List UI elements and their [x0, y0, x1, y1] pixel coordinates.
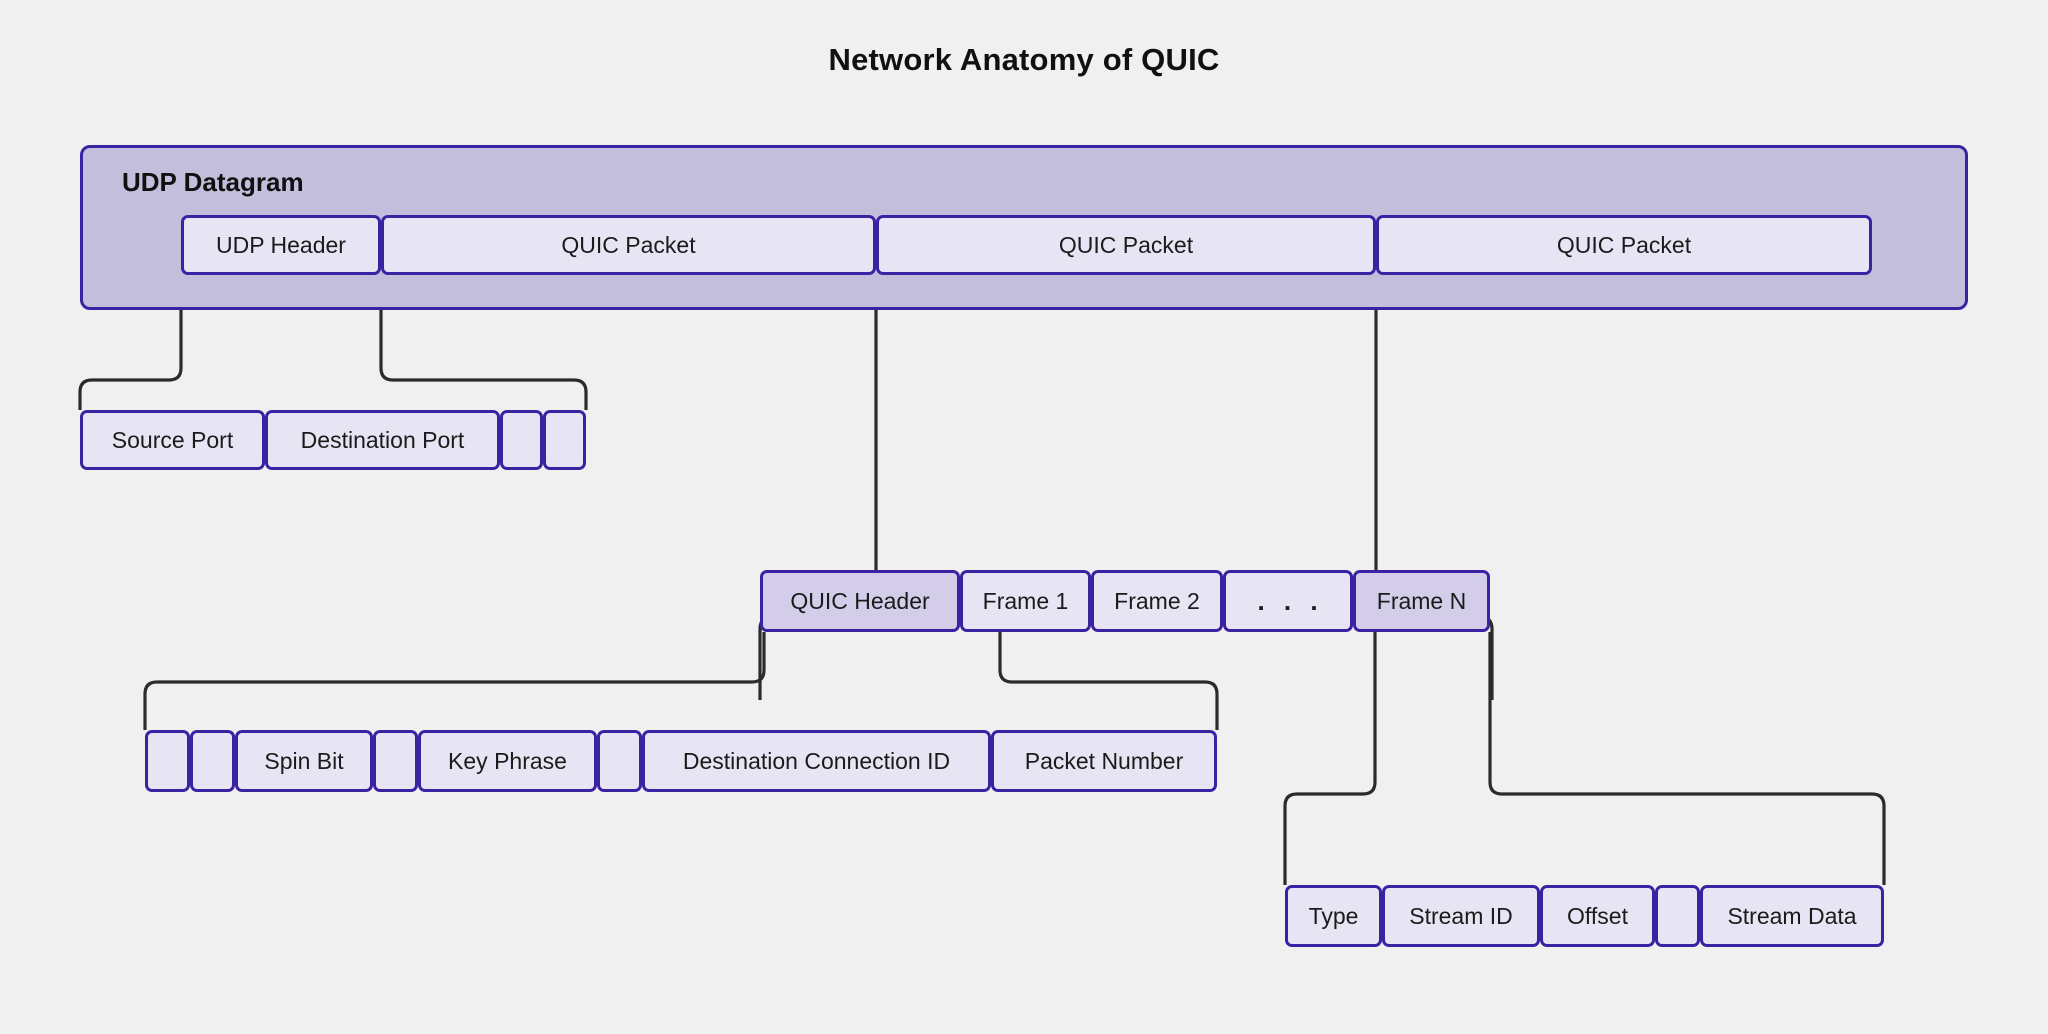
frame-ellipsis-box: . . . [1223, 570, 1353, 632]
udp-datagram-label: UDP Datagram [122, 167, 304, 197]
frame-field-offset-label: Offset [1567, 902, 1628, 929]
quic-packet-box-3[interactable]: QUIC Packet [1376, 215, 1872, 275]
connector-frame-n-right [1488, 632, 1886, 885]
quic-header-box-label: QUIC Header [790, 587, 930, 614]
udp-field-destination-port[interactable]: Destination Port [265, 410, 500, 470]
udp-header-box-label: UDP Header [216, 231, 346, 258]
frame-field-stream-id-label: Stream ID [1409, 902, 1513, 929]
connector-udp-header-left [78, 310, 183, 410]
quic-header-field-packet-number-label: Packet Number [1024, 747, 1184, 774]
frame-ellipsis-label: . . . [1257, 585, 1324, 616]
udp-field-length[interactable] [500, 410, 543, 470]
frame-field-stream-data[interactable]: Stream Data [1700, 885, 1884, 947]
frame-n-box[interactable]: Frame N [1353, 570, 1490, 632]
quic-packet-box-2[interactable]: QUIC Packet [876, 215, 1376, 275]
udp-field-source-port[interactable]: Source Port [80, 410, 265, 470]
quic-packet-box-2-label: QUIC Packet [1058, 231, 1194, 258]
quic-header-field-reserved[interactable] [373, 730, 418, 792]
frame-2-box-label: Frame 2 [1114, 587, 1200, 614]
frame-field-type-label: Type [1308, 902, 1359, 929]
connector-quic-header-left [143, 632, 766, 730]
frame-field-stream-id[interactable]: Stream ID [1382, 885, 1540, 947]
quic-header-field-packet-number[interactable]: Packet Number [991, 730, 1217, 792]
quic-header-field-key-phrase[interactable]: Key Phrase [418, 730, 597, 792]
frame-field-stream-data-label: Stream Data [1727, 902, 1857, 929]
frame-field-type[interactable]: Type [1285, 885, 1382, 947]
page-title: Network Anatomy of QUIC [828, 42, 1220, 77]
quic-header-field-spin-bit-label: Spin Bit [264, 747, 344, 774]
quic-header-field-pn-length[interactable] [597, 730, 642, 792]
quic-header-box[interactable]: QUIC Header [760, 570, 960, 632]
connector-quic-header-right [998, 632, 1219, 730]
quic-header-field-form[interactable] [145, 730, 190, 792]
connector-udp-header-right [379, 310, 588, 410]
quic-packet-box-1-label: QUIC Packet [561, 231, 696, 258]
udp-field-checksum[interactable] [543, 410, 586, 470]
frame-field-length[interactable] [1655, 885, 1700, 947]
udp-field-destination-port-label: Destination Port [300, 426, 465, 453]
connector-quic-packet-detail [758, 310, 878, 700]
quic-header-field-fixed-bit[interactable] [190, 730, 235, 792]
udp-header-box[interactable]: UDP Header [181, 215, 381, 275]
quic-header-field-spin-bit[interactable]: Spin Bit [235, 730, 373, 792]
udp-field-source-port-label: Source Port [111, 426, 234, 453]
quic-header-field-dest-conn-id-label: Destination Connection ID [682, 747, 951, 774]
frame-field-offset[interactable]: Offset [1540, 885, 1655, 947]
frame-1-box-label: Frame 1 [982, 587, 1069, 614]
frame-1-box[interactable]: Frame 1 [960, 570, 1091, 632]
quic-header-field-key-phrase-label: Key Phrase [448, 747, 567, 774]
frame-n-box-label: Frame N [1376, 587, 1467, 614]
connector-frame-n-left [1283, 632, 1377, 885]
quic-header-field-dest-conn-id[interactable]: Destination Connection ID [642, 730, 991, 792]
connector-quic-packet-detail-right [1374, 310, 1494, 700]
quic-packet-box-1[interactable]: QUIC Packet [381, 215, 876, 275]
quic-packet-box-3-label: QUIC Packet [1556, 231, 1692, 258]
frame-2-box[interactable]: Frame 2 [1091, 570, 1223, 632]
